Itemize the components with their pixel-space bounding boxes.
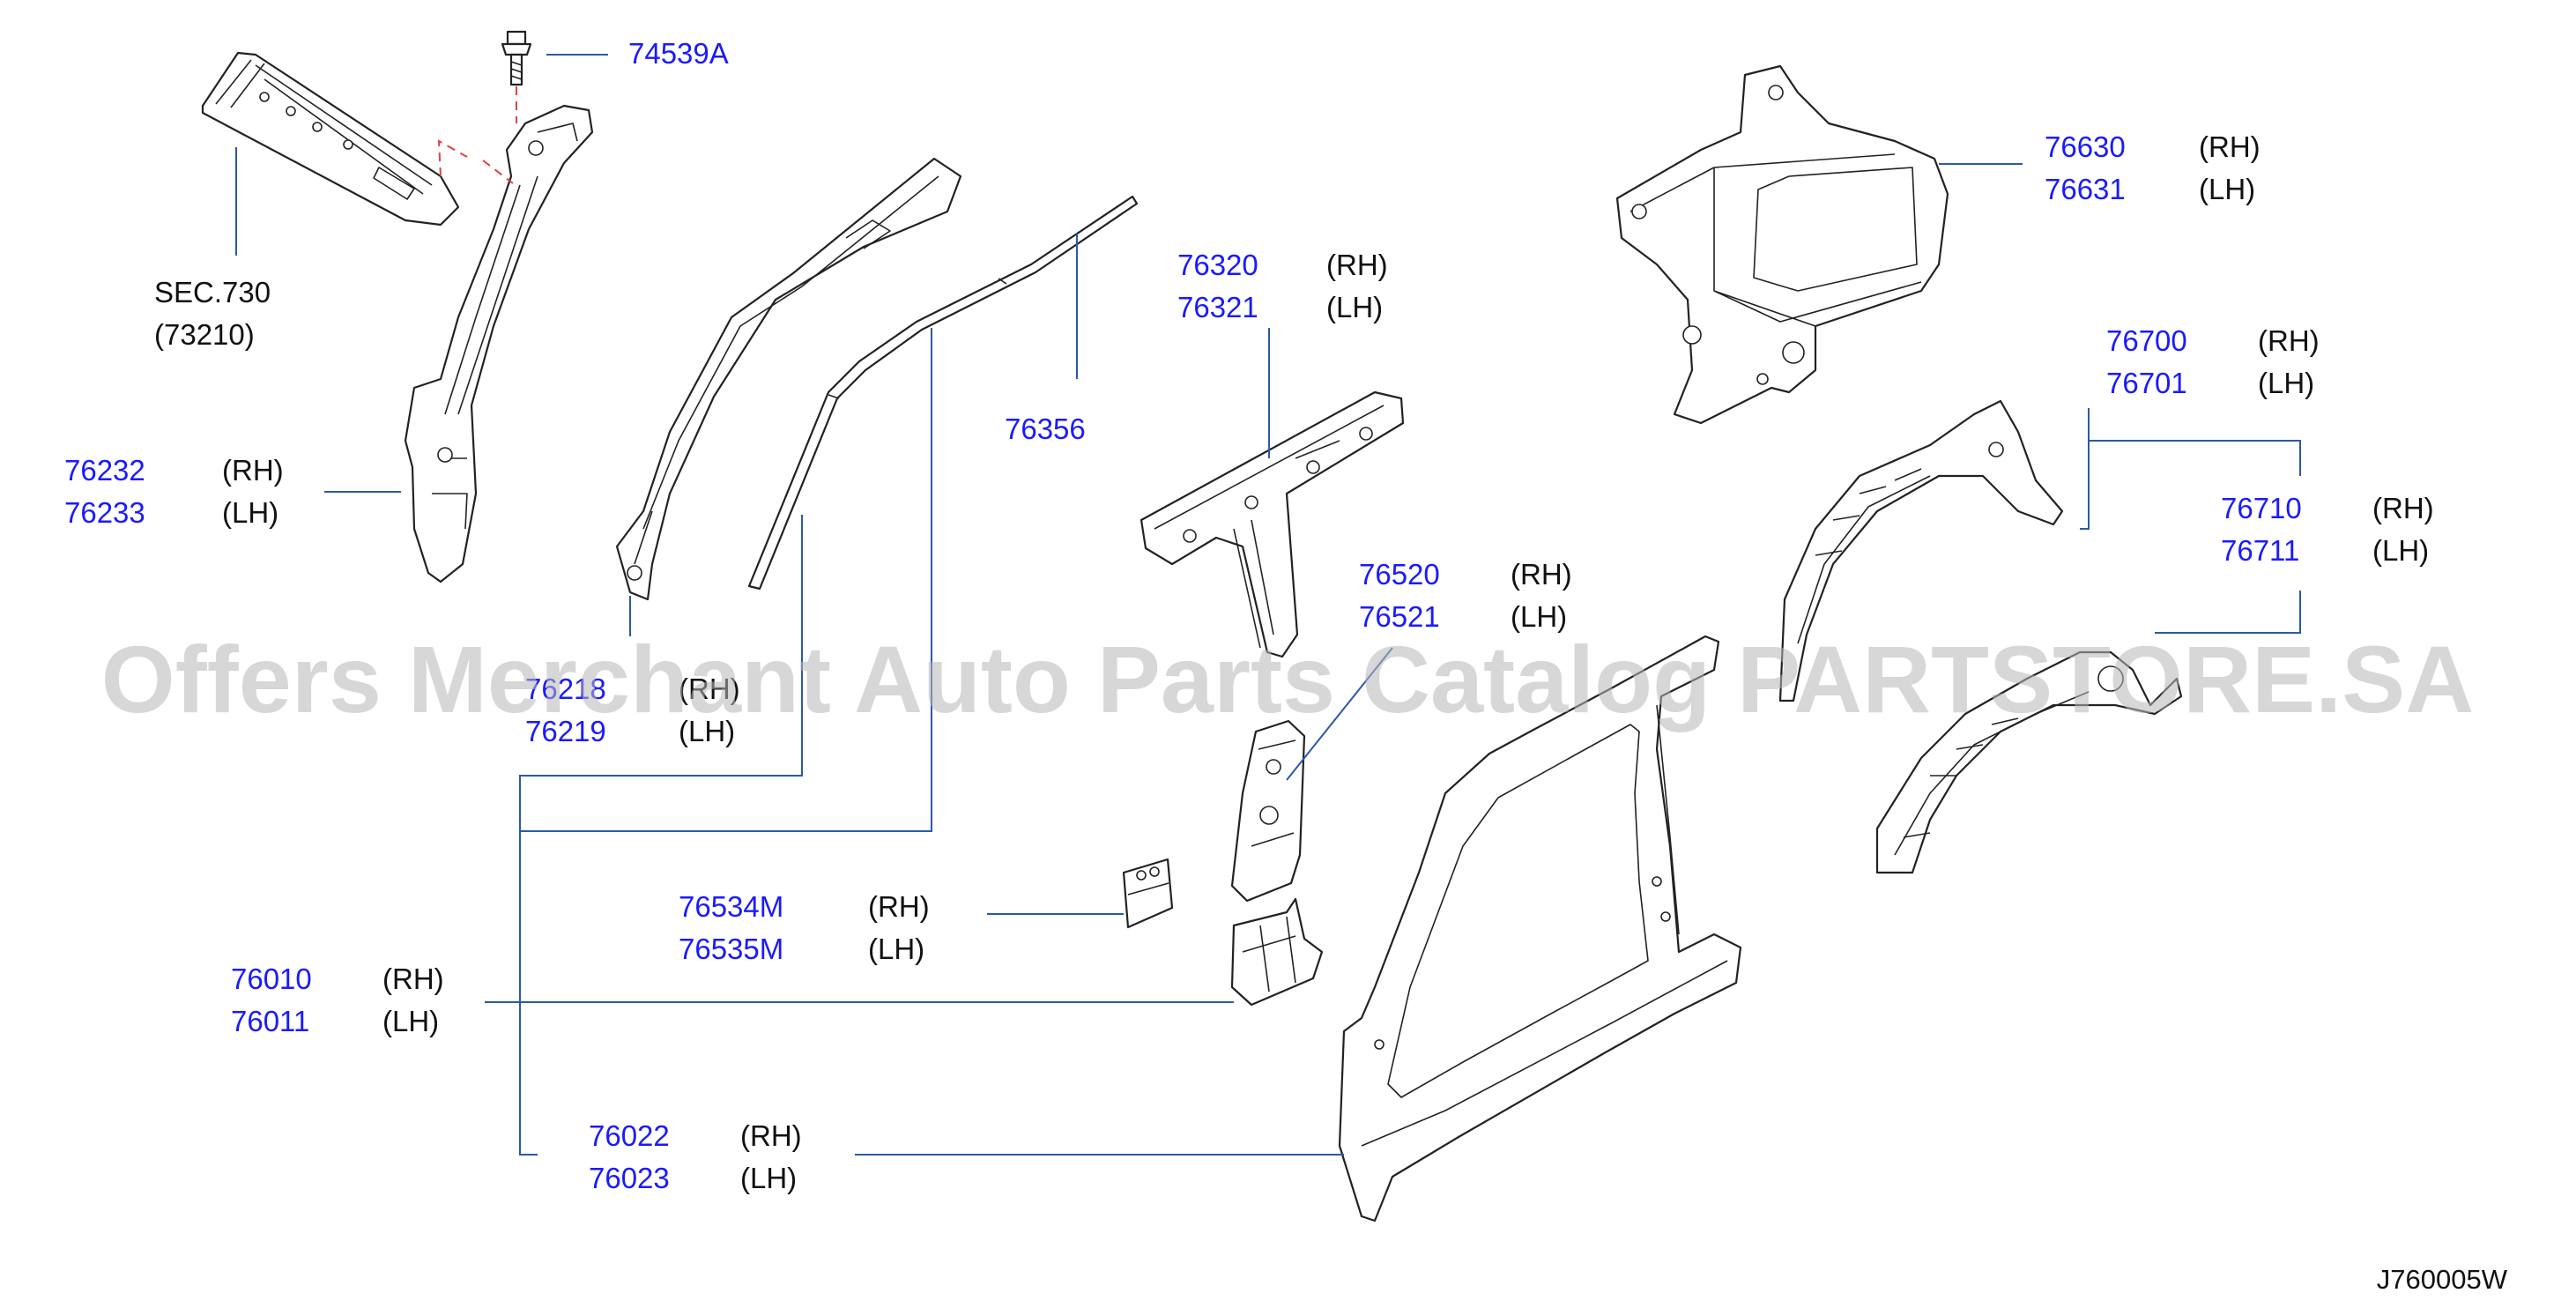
- side-label-rh: (RH): [2199, 130, 2260, 163]
- wheelhouse-outer-drawing: [1778, 399, 2064, 702]
- side-label-lh: (LH): [2372, 534, 2429, 567]
- part-number-76023: 76023: [589, 1162, 670, 1194]
- part-number-76218: 76218: [525, 673, 606, 705]
- body-side-outer-drawing: [1338, 635, 1742, 1223]
- section-ref-line1: SEC.730: [154, 276, 271, 308]
- part-number-76535m: 76535M: [679, 933, 783, 965]
- rear-quarter-inner-drawing: [1615, 64, 1949, 425]
- wheelhouse-inner-drawing: [1875, 650, 2183, 874]
- b-pillar-reinforcement-drawing: [1230, 719, 1306, 903]
- part-number-76701: 76701: [2106, 367, 2187, 399]
- part-number-76534m: 76534M: [679, 890, 783, 923]
- roof-side-rail-drawing: [615, 157, 962, 601]
- side-label-lh: (LH): [222, 496, 278, 529]
- part-number-76320: 76320: [1177, 249, 1258, 281]
- part-number-76356: 76356: [1005, 412, 1086, 445]
- side-label-rh: (RH): [382, 962, 444, 995]
- side-label-lh: (LH): [2199, 173, 2255, 205]
- side-label-lh: (LH): [679, 715, 735, 747]
- part-number-76022: 76022: [589, 1119, 670, 1152]
- side-label-rh: (RH): [2372, 492, 2434, 524]
- side-label-lh: (LH): [1511, 600, 1567, 633]
- part-number-76520: 76520: [1359, 558, 1440, 591]
- weatherstrip-drawing: [747, 195, 1139, 591]
- side-label-lh: (LH): [740, 1162, 797, 1194]
- side-label-lh: (LH): [382, 1005, 439, 1037]
- b-pillar-upper-drawing: [1140, 390, 1405, 658]
- watermark: Offers Merchant Auto Parts Catalog PARTS…: [101, 626, 2474, 732]
- bolt-drawing: [501, 30, 532, 123]
- part-number-74539a: 74539A: [628, 37, 729, 70]
- diagram-code: J760005W: [2377, 1264, 2508, 1295]
- sill-bracket-drawing: [1230, 897, 1324, 1007]
- side-label-rh: (RH): [740, 1119, 802, 1152]
- part-number-76630: 76630: [2045, 130, 2126, 163]
- roof-panel-drawing: [201, 51, 460, 227]
- a-pillar-drawing: [404, 104, 594, 583]
- side-label-rh: (RH): [1326, 249, 1388, 281]
- side-label-rh: (RH): [1511, 558, 1572, 591]
- part-number-76631: 76631: [2045, 173, 2126, 205]
- part-number-76700: 76700: [2106, 324, 2187, 357]
- side-label-lh: (LH): [2258, 367, 2314, 399]
- part-number-76219: 76219: [525, 715, 606, 747]
- side-label-rh: (RH): [679, 673, 740, 705]
- part-number-76521: 76521: [1359, 600, 1440, 633]
- bracket-drawing: [1122, 858, 1174, 929]
- part-number-76233: 76233: [64, 496, 145, 529]
- side-label-rh: (RH): [868, 890, 930, 923]
- side-label-rh: (RH): [2258, 324, 2320, 357]
- side-label-rh: (RH): [222, 454, 284, 487]
- side-label-lh: (LH): [868, 933, 924, 965]
- part-number-76010: 76010: [231, 962, 312, 995]
- part-number-76232: 76232: [64, 454, 145, 487]
- side-label-lh: (LH): [1326, 291, 1383, 323]
- section-ref-line2: (73210): [154, 318, 255, 351]
- labels: 74539A SEC.730 (73210) 76232 (RH) 76233 …: [64, 37, 2508, 1295]
- part-number-76011: 76011: [231, 1005, 309, 1037]
- part-number-76711: 76711: [2221, 534, 2299, 567]
- leader-lines: [235, 54, 2301, 1156]
- part-number-76321: 76321: [1177, 291, 1258, 323]
- part-number-76710: 76710: [2221, 492, 2302, 524]
